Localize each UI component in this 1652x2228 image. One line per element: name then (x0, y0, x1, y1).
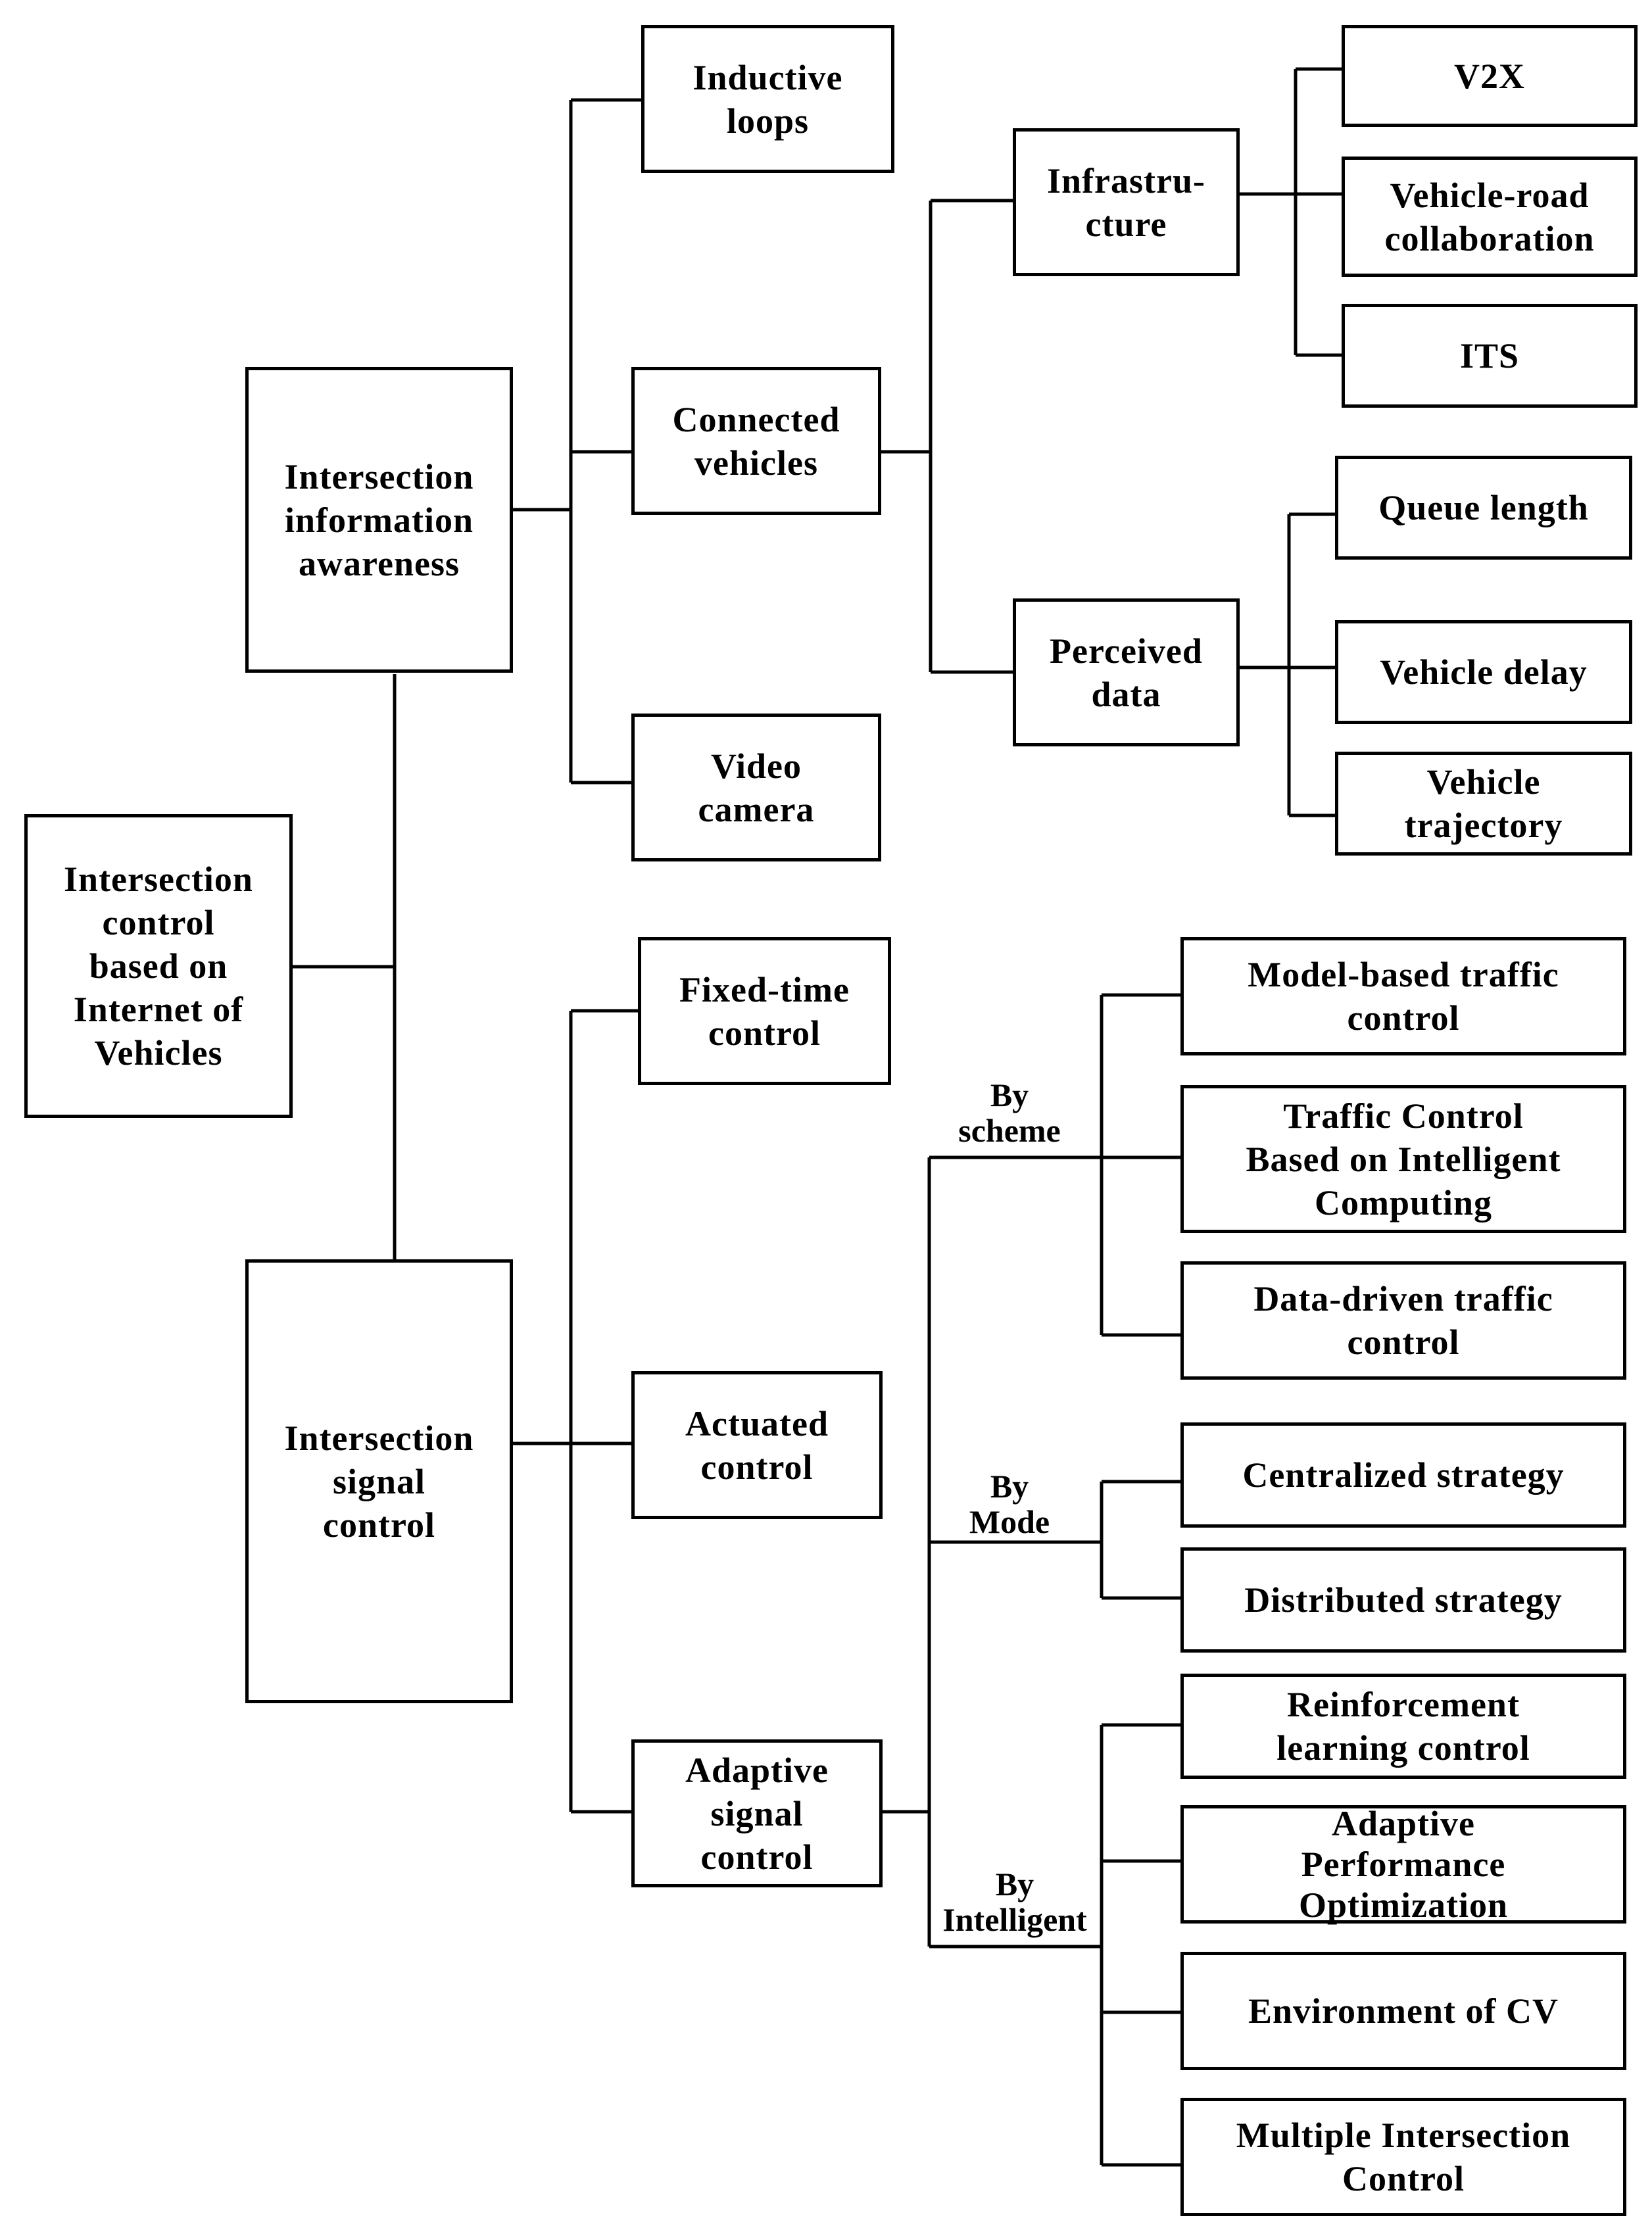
node-root-label: Intersection control based on Internet o… (64, 860, 253, 1073)
node-multiple-intersection-control-label: Multiple Intersection Control (1236, 2116, 1571, 2198)
node-video-camera-label: Video camera (698, 746, 815, 829)
node-information-awareness-label: Intersection information awareness (284, 456, 474, 583)
node-model-based-traffic-control-label: Model-based traffic control (1248, 955, 1559, 1038)
node-environment-of-cv: Environment of CV (1180, 1952, 1626, 2070)
node-vehicle-trajectory: Vehicle trajectory (1335, 752, 1632, 856)
node-v2x-label: V2X (1454, 56, 1525, 96)
node-data-driven-traffic-control: Data-driven traffic control (1180, 1261, 1626, 1380)
node-adaptive-signal-control-label: Adaptive signal control (685, 1750, 829, 1877)
node-inductive-loops-label: Inductive loops (692, 57, 843, 141)
node-connected-vehicles-label: Connected vehicles (672, 399, 840, 483)
node-infrastructure: Infrastru- cture (1013, 128, 1240, 276)
node-vehicle-delay: Vehicle delay (1335, 620, 1632, 724)
node-its-label: ITS (1459, 336, 1520, 375)
node-actuated-control: Actuated control (631, 1371, 883, 1519)
node-signal-control-label: Intersection signal control (284, 1418, 474, 1545)
node-queue-length: Queue length (1335, 456, 1632, 560)
node-video-camera: Video camera (631, 714, 881, 861)
node-centralized-strategy-label: Centralized strategy (1242, 1455, 1565, 1495)
node-environment-of-cv-label: Environment of CV (1248, 1991, 1559, 2031)
node-vehicle-trajectory-label: Vehicle trajectory (1404, 762, 1563, 845)
node-actuated-control-label: Actuated control (685, 1403, 829, 1487)
node-distributed-strategy-label: Distributed strategy (1244, 1580, 1563, 1620)
node-vehicle-road-collaboration: Vehicle-road collaboration (1342, 157, 1638, 277)
node-inductive-loops: Inductive loops (641, 25, 894, 173)
node-adaptive-performance-optimization-label: Adaptive Performance Optimization (1299, 1804, 1508, 1925)
node-infrastructure-label: Infrastru- cture (1047, 160, 1205, 244)
node-queue-length-label: Queue length (1378, 488, 1589, 527)
node-information-awareness: Intersection information awareness (245, 367, 513, 673)
node-perceived-data: Perceived data (1013, 598, 1240, 746)
node-vehicle-road-collaboration-label: Vehicle-road collaboration (1384, 175, 1595, 258)
node-adaptive-performance-optimization: Adaptive Performance Optimization (1180, 1804, 1626, 1925)
node-perceived-data-label: Perceived data (1050, 631, 1203, 714)
node-centralized-strategy: Centralized strategy (1180, 1422, 1626, 1528)
node-adaptive-signal-control: Adaptive signal control (631, 1739, 883, 1887)
node-connected-vehicles: Connected vehicles (631, 367, 881, 515)
node-multiple-intersection-control: Multiple Intersection Control (1180, 2098, 1626, 2216)
node-v2x: V2X (1342, 25, 1638, 127)
label-by-scheme: By scheme (958, 1077, 1061, 1149)
node-fixed-time-control-label: Fixed-time control (679, 969, 850, 1053)
node-intelligent-computing-control-label: Traffic Control Based on Intelligent Com… (1246, 1096, 1561, 1223)
node-intelligent-computing-control: Traffic Control Based on Intelligent Com… (1180, 1085, 1626, 1233)
node-data-driven-traffic-control-label: Data-driven traffic control (1253, 1279, 1553, 1362)
node-distributed-strategy: Distributed strategy (1180, 1547, 1626, 1653)
node-its: ITS (1342, 304, 1638, 408)
node-signal-control: Intersection signal control (245, 1259, 513, 1703)
node-vehicle-delay-label: Vehicle delay (1380, 652, 1588, 692)
node-model-based-traffic-control: Model-based traffic control (1180, 937, 1626, 1055)
node-root: Intersection control based on Internet o… (24, 814, 293, 1118)
node-reinforcement-learning-control: Reinforcement learning control (1180, 1674, 1626, 1779)
label-by-intelligent: By Intelligent (942, 1866, 1087, 1938)
label-by-mode: By Mode (969, 1468, 1050, 1540)
node-fixed-time-control: Fixed-time control (638, 937, 891, 1085)
node-reinforcement-learning-control-label: Reinforcement learning control (1276, 1685, 1530, 1768)
